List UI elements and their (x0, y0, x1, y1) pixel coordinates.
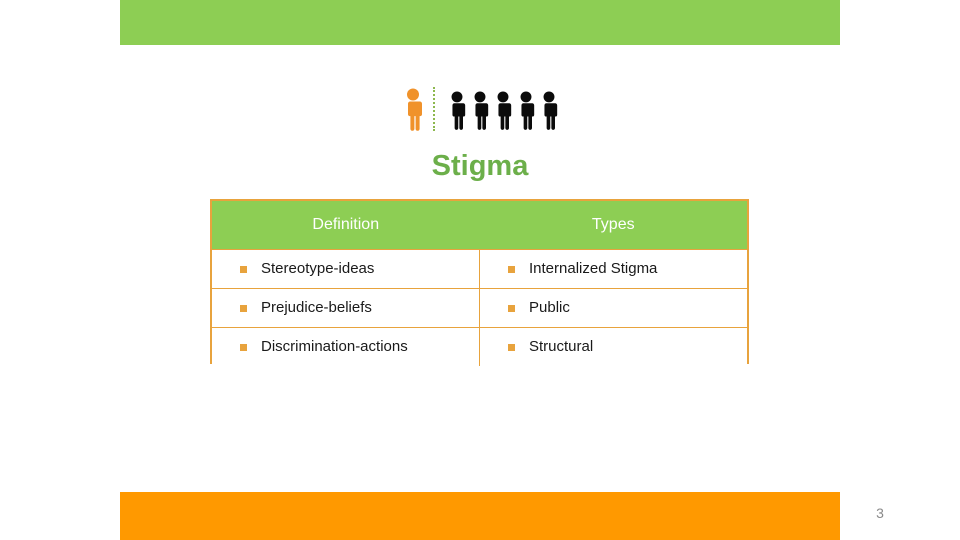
person-group-black (447, 90, 559, 132)
person-icon-orange (405, 88, 422, 131)
table-row: Prejudice-beliefs Public (212, 288, 747, 328)
bullet-icon (240, 265, 247, 273)
table-row: Stereotype-ideas Internalized Stigma (212, 249, 747, 289)
cell-text: Public (529, 299, 570, 316)
bullet-icon (240, 304, 247, 312)
cell-text: Structural (529, 338, 594, 355)
person-icon-black (496, 91, 511, 130)
bullet-icon (508, 343, 515, 351)
bullet-icon (240, 343, 247, 351)
page-number: 3 (876, 505, 884, 521)
bullet-icon (508, 265, 515, 273)
cell-type: Structural (479, 327, 747, 366)
cell-type: Internalized Stigma (479, 249, 747, 289)
stigma-table: Definition Types Stereotype-ideas (210, 199, 749, 366)
person-icon-black (473, 91, 488, 130)
column-header-types: Types (479, 201, 747, 250)
table-row: Discrimination-actions Structural (212, 327, 747, 366)
cell-type: Public (479, 288, 747, 328)
person-icon-black (450, 91, 465, 130)
top-decorative-bar (120, 0, 840, 45)
cell-text: Discrimination-actions (261, 338, 408, 355)
bottom-decorative-bar (120, 492, 840, 540)
dotted-vertical-divider (432, 87, 437, 131)
icon-cluster (0, 86, 960, 132)
page-title: Stigma (431, 150, 529, 182)
cell-text: Stereotype-ideas (261, 260, 375, 277)
cell-text: Internalized Stigma (529, 260, 658, 277)
bullet-icon (508, 304, 515, 312)
cell-definition: Discrimination-actions (212, 327, 480, 366)
cell-text: Prejudice-beliefs (261, 299, 372, 316)
cell-definition: Stereotype-ideas (212, 249, 480, 289)
cell-definition: Prejudice-beliefs (212, 288, 480, 328)
person-icon-black (519, 91, 534, 130)
column-header-definition: Definition (212, 201, 480, 250)
person-icon-black (542, 91, 557, 130)
table-header-row: Definition Types (212, 201, 747, 250)
